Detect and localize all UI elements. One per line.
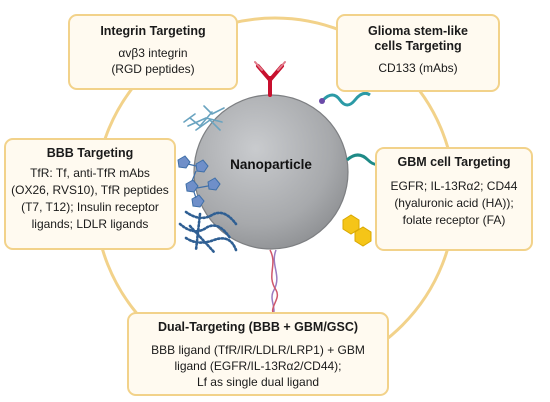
bbb-line: ligands; LDLR ligands	[31, 217, 149, 231]
gbm-line: folate receptor (FA)	[402, 213, 506, 227]
antibody-inner-icon	[254, 61, 286, 71]
dual-body: BBB ligand (TfR/IR/LDLR/LRP1) + GBM liga…	[129, 342, 387, 390]
glioma-title-line: Glioma stem-like	[367, 24, 469, 38]
integrin-line: (RGD peptides)	[111, 62, 195, 76]
hexagon-icon	[354, 226, 372, 247]
glioma-title-line: cells Targeting	[374, 39, 462, 53]
gbm-cell-targeting-box: GBM cell Targeting EGFR; IL-13Rα2; CD44 …	[375, 147, 533, 251]
bbb-title: BBB Targeting	[46, 146, 134, 160]
gbm-line: EGFR; IL-13Rα2; CD44	[390, 179, 518, 193]
integrin-body: αvβ3 integrin (RGD peptides)	[70, 45, 236, 77]
dual-line: BBB ligand (TfR/IR/LDLR/LRP1) + GBM	[151, 343, 365, 357]
branched-polymer-icon	[183, 105, 225, 131]
glioma-stem-cells-box: Glioma stem-like cells Targeting CD133 (…	[336, 14, 500, 92]
dual-targeting-box: Dual-Targeting (BBB + GBM/GSC) BBB ligan…	[127, 312, 389, 396]
glioma-body: CD133 (mAbs)	[338, 60, 498, 76]
beaded-chain-icon	[178, 210, 238, 254]
gbm-title: GBM cell Targeting	[397, 155, 511, 169]
peptide-chain-icon	[321, 91, 371, 107]
bbb-targeting-box: BBB Targeting TfR: Tf, anti-TfR mAbs (OX…	[4, 138, 176, 250]
dual-line: ligand (EGFR/IL-13Rα2/CD44);	[174, 359, 342, 373]
glioma-title: Glioma stem-like cells Targeting	[338, 24, 498, 54]
bbb-line: (OX26, RVS10), TfR peptides	[11, 183, 169, 197]
dual-title: Dual-Targeting (BBB + GBM/GSC)	[157, 320, 359, 334]
gbm-body: EGFR; IL-13Rα2; CD44 (hyaluronic acid (H…	[377, 178, 531, 229]
bbb-line: TfR: Tf, anti-TfR mAbs	[30, 166, 150, 180]
glioma-line: CD133 (mAbs)	[378, 61, 458, 75]
dual-line: Lf as single dual ligand	[196, 375, 320, 389]
integrin-title: Integrin Targeting	[100, 24, 206, 38]
polymer-chain-icon	[177, 155, 221, 208]
polymer-link-icon	[187, 163, 209, 199]
dna-strand-icon	[269, 249, 279, 319]
peptide-end-icon	[319, 98, 325, 104]
nanoparticle-label: Nanoparticle	[230, 157, 312, 172]
bbb-body: TfR: Tf, anti-TfR mAbs (OX26, RVS10), Tf…	[6, 165, 174, 233]
gbm-line: (hyaluronic acid (HA));	[394, 196, 514, 210]
integrin-targeting-box: Integrin Targeting αvβ3 integrin (RGD pe…	[68, 14, 238, 90]
integrin-line: αvβ3 integrin	[118, 46, 188, 60]
bbb-line: (T7, T12); Insulin receptor	[21, 200, 159, 214]
